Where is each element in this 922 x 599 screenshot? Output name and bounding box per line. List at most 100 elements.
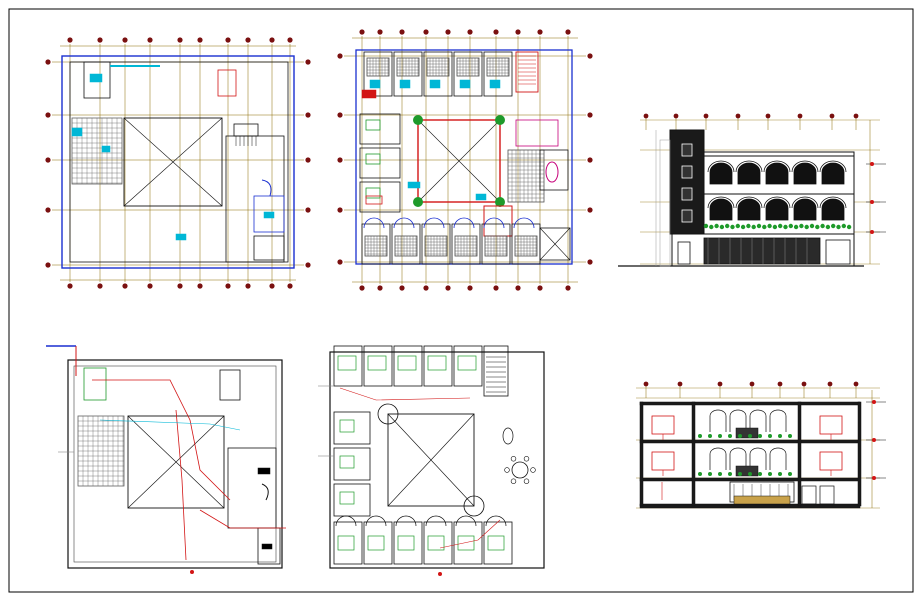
tower-window [681,209,693,223]
fixture-green [339,455,355,469]
section-room-fixture [819,451,843,471]
planter-foliage [841,223,846,229]
grid-bubble-left [45,112,51,118]
fixture [399,79,411,89]
planter-foliage [846,224,852,230]
grid-bubble-left [45,59,51,65]
window-arch-molding [735,196,763,209]
planter-foliage [740,224,746,230]
grid-bubble-top [827,381,833,387]
grid-bubble-top [97,37,103,43]
fixture-green [427,355,447,371]
furniture-bed [396,57,420,77]
fixture-green [367,535,385,551]
grid-bubble-top [643,113,649,119]
door-swing [453,217,475,229]
arched-window [793,198,817,221]
void-diagonal [417,119,501,203]
grid-bubble-bottom [245,283,251,289]
stair-flight [217,69,237,97]
lounge-table [502,427,514,445]
electrical-circuit [439,519,501,549]
door-swing [513,217,535,229]
grid-bubble-right [587,112,593,118]
grid-bubble-top [717,381,723,387]
level-bubble [870,162,874,166]
door-swing [425,515,447,527]
stair-flight [515,51,539,93]
grid-bubble-top [643,381,649,387]
room-bottom [333,521,363,565]
door-swing [393,217,415,229]
section-planter [718,472,722,476]
section-planter [708,434,712,438]
fixture-green [365,153,381,165]
grid-bubble-left [45,207,51,213]
grid-bubble-bottom [537,285,543,291]
planter-foliage [815,224,820,230]
planter-foliage [703,223,709,229]
floor-slab [639,401,861,406]
room-bottom [393,521,423,565]
room-left [359,181,401,213]
building-section [636,381,886,509]
furniture-bed [484,235,508,257]
sheet-border [8,8,914,593]
planter [495,197,505,207]
planter-foliage [756,223,762,229]
fixture [459,79,471,89]
dining-chair [530,467,536,473]
panel-marker [438,572,442,576]
shopfront-glazing [703,237,821,265]
bedroom-top [423,51,453,97]
grid-bubble-top [225,37,231,43]
grid-bubble-top [67,37,73,43]
planter-foliage [831,223,836,229]
ground-slab [639,503,861,509]
room-top [393,345,423,387]
grid-bubble-top [749,381,755,387]
grid-bubble-left [45,157,51,163]
grid-bubble-left [337,259,343,265]
grid-bubble-bottom [287,283,293,289]
planter-foliage [730,224,735,230]
grid-bubble-right [305,157,311,163]
room-right [227,447,277,529]
room-top [363,345,393,387]
furniture-bed [364,235,388,257]
section-planter [698,472,702,476]
kitchen-tiles [507,149,545,203]
furniture-bed [454,235,478,257]
grid-bubble-top [853,113,859,119]
planter-foliage [772,224,778,230]
grid-bubble-top [445,29,451,35]
section-arch [709,447,727,470]
grid-bubble-top [359,29,365,35]
grid-bubble-top [829,113,835,119]
planter-foliage [751,224,756,230]
interior-wall [73,365,277,563]
dining-chair [523,478,530,484]
balcony-rail [735,465,759,477]
grid-bubble-left [337,157,343,163]
grid-bubble-bottom [122,283,128,289]
hatch-outline [507,149,545,203]
section-planter [708,472,712,476]
window-arch-molding [791,160,819,173]
section-planter [748,472,752,476]
grid-bubble-top [122,37,128,43]
planter-foliage [820,223,825,229]
label-tag [101,145,111,153]
section-planter [698,434,702,438]
planter-foliage [788,223,793,229]
upper-floor-plan [337,29,593,291]
grid-bubble-bottom [423,285,429,291]
room-left [333,447,371,481]
window-arch-molding [763,196,791,209]
room-corner [539,227,571,261]
planter-foliage [783,224,788,230]
label-tag [475,193,487,201]
void-diagonal [127,415,225,509]
grid-bubble-left [337,207,343,213]
tower-window [681,165,693,179]
